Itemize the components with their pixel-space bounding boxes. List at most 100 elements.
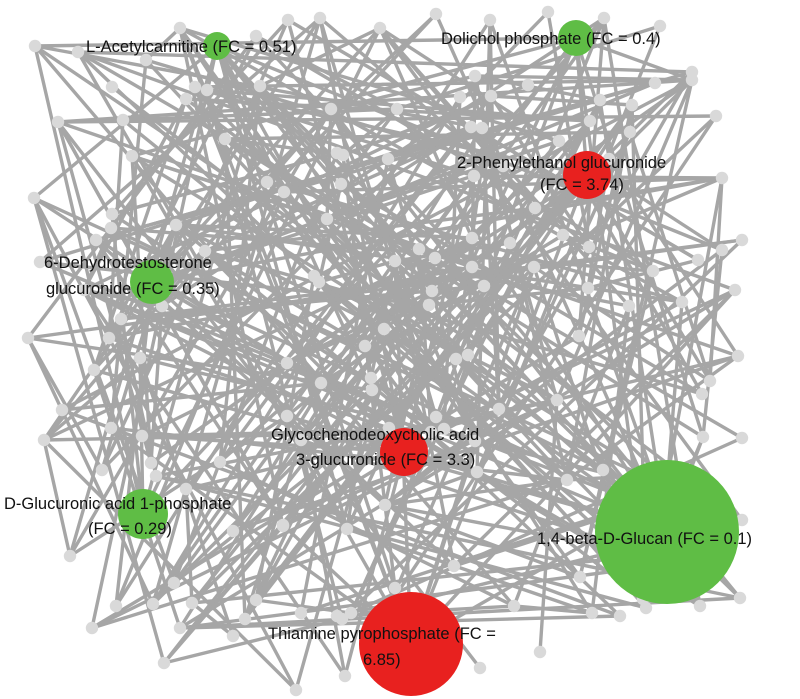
metabolite-label-glucan: 1,4-beta-D-Glucan (FC = 0.1) <box>537 530 752 548</box>
network-edge <box>26 336 155 606</box>
network-node <box>253 79 267 93</box>
network-node <box>281 13 295 27</box>
network-edge <box>409 288 737 646</box>
network-edge <box>628 130 712 383</box>
network-edge <box>473 74 569 482</box>
metabolite-nodes <box>118 20 739 696</box>
network-node <box>226 524 240 538</box>
network-node <box>249 593 263 607</box>
network-node <box>468 69 482 83</box>
network-node <box>581 281 595 295</box>
network-node <box>133 351 147 365</box>
network-edge <box>343 450 406 678</box>
network-edge <box>141 16 606 516</box>
metabolite-node-dolichol <box>558 20 594 56</box>
network-edge <box>452 288 737 568</box>
metabolite-label-line: 1,4-beta-D-Glucan (FC = 0.1) <box>537 530 752 548</box>
network-node <box>146 597 160 611</box>
network-edge <box>150 280 646 507</box>
network-node <box>277 185 291 199</box>
metabolite-label-line: 2-Phenylethanol glucuronide <box>457 154 666 172</box>
network-node <box>373 21 387 35</box>
network-edge <box>90 44 219 630</box>
metabolite-label-line: Glycochenodeoxycholic acid <box>271 426 479 444</box>
network-node <box>125 149 139 163</box>
network-node <box>105 80 119 94</box>
network-edge <box>466 236 474 357</box>
network-edge <box>243 438 303 621</box>
network-edge <box>150 12 438 284</box>
network-edge <box>630 103 646 507</box>
metabolite-label-line: (FC = 3.74) <box>540 176 624 194</box>
network-edge <box>607 157 740 358</box>
network-node <box>484 89 498 103</box>
network-node <box>104 421 118 435</box>
metabolite-node-acetylcarnitine <box>203 32 231 60</box>
network-node <box>155 299 169 313</box>
metabolite-node-thiamine <box>359 592 463 696</box>
network-node <box>622 299 636 313</box>
network-node <box>95 463 109 477</box>
network-node <box>527 260 541 274</box>
network-edge <box>215 44 391 430</box>
metabolite-node-glucuronic <box>118 489 168 539</box>
network-node <box>320 212 334 226</box>
network-node <box>169 218 183 232</box>
network-edge <box>119 238 744 321</box>
network-node <box>276 518 290 532</box>
network-node <box>552 134 566 148</box>
network-edge <box>150 280 456 568</box>
metabolite-label-line: D-Glucuronic acid 1-phosphate <box>4 495 231 513</box>
metabolite-label-line: 6-Dehydrotestosterone <box>44 254 212 272</box>
network-edge <box>427 256 437 307</box>
network-edge <box>318 16 406 454</box>
network-node <box>77 283 91 297</box>
network-node <box>340 522 354 536</box>
network-edge <box>141 26 382 516</box>
network-node <box>503 236 517 250</box>
network-edge <box>150 119 592 284</box>
network-node <box>173 621 187 635</box>
network-edge <box>258 84 594 615</box>
network-node <box>597 11 611 25</box>
network-node <box>709 109 723 123</box>
network-node <box>573 570 587 584</box>
network-edge <box>565 103 634 482</box>
network-node <box>492 402 506 416</box>
network-node <box>382 421 396 435</box>
network-node <box>477 279 491 293</box>
network-edge <box>190 601 235 638</box>
network-edge <box>666 176 724 476</box>
network-edge <box>33 44 516 608</box>
network-node <box>390 102 404 116</box>
network-node <box>226 629 240 643</box>
metabolite-label-thiamine: Thiamine pyrophosphate (FC =6.85) <box>268 625 496 669</box>
network-node <box>623 125 637 139</box>
metabolite-label-dolichol: Dolichol phosphate (FC = 0.4) <box>441 30 661 48</box>
network-node <box>71 45 85 59</box>
network-node <box>200 83 214 97</box>
network-node <box>596 463 610 477</box>
metabolite-labels: L-Acetylcarnitine (FC = 0.51) Dolichol ph… <box>4 30 752 669</box>
network-node <box>364 371 378 385</box>
network-node <box>338 669 352 683</box>
network-node <box>735 233 749 247</box>
network-edge <box>56 120 285 527</box>
network-edge <box>555 78 694 402</box>
network-node <box>507 599 521 613</box>
network-node <box>365 383 379 397</box>
network-node <box>735 513 749 527</box>
network-node <box>437 422 451 436</box>
network-node <box>496 159 510 173</box>
network-node <box>135 429 149 443</box>
network-edge <box>218 84 262 464</box>
network-edge <box>243 173 589 621</box>
network-edge <box>329 74 477 111</box>
network-node <box>556 228 570 242</box>
network-edge <box>140 434 406 454</box>
network-node <box>388 254 402 268</box>
network-node <box>475 121 489 135</box>
network-edge <box>184 97 592 123</box>
metabolite-label-acetylcarnitine: L-Acetylcarnitine (FC = 0.51) <box>86 38 296 56</box>
